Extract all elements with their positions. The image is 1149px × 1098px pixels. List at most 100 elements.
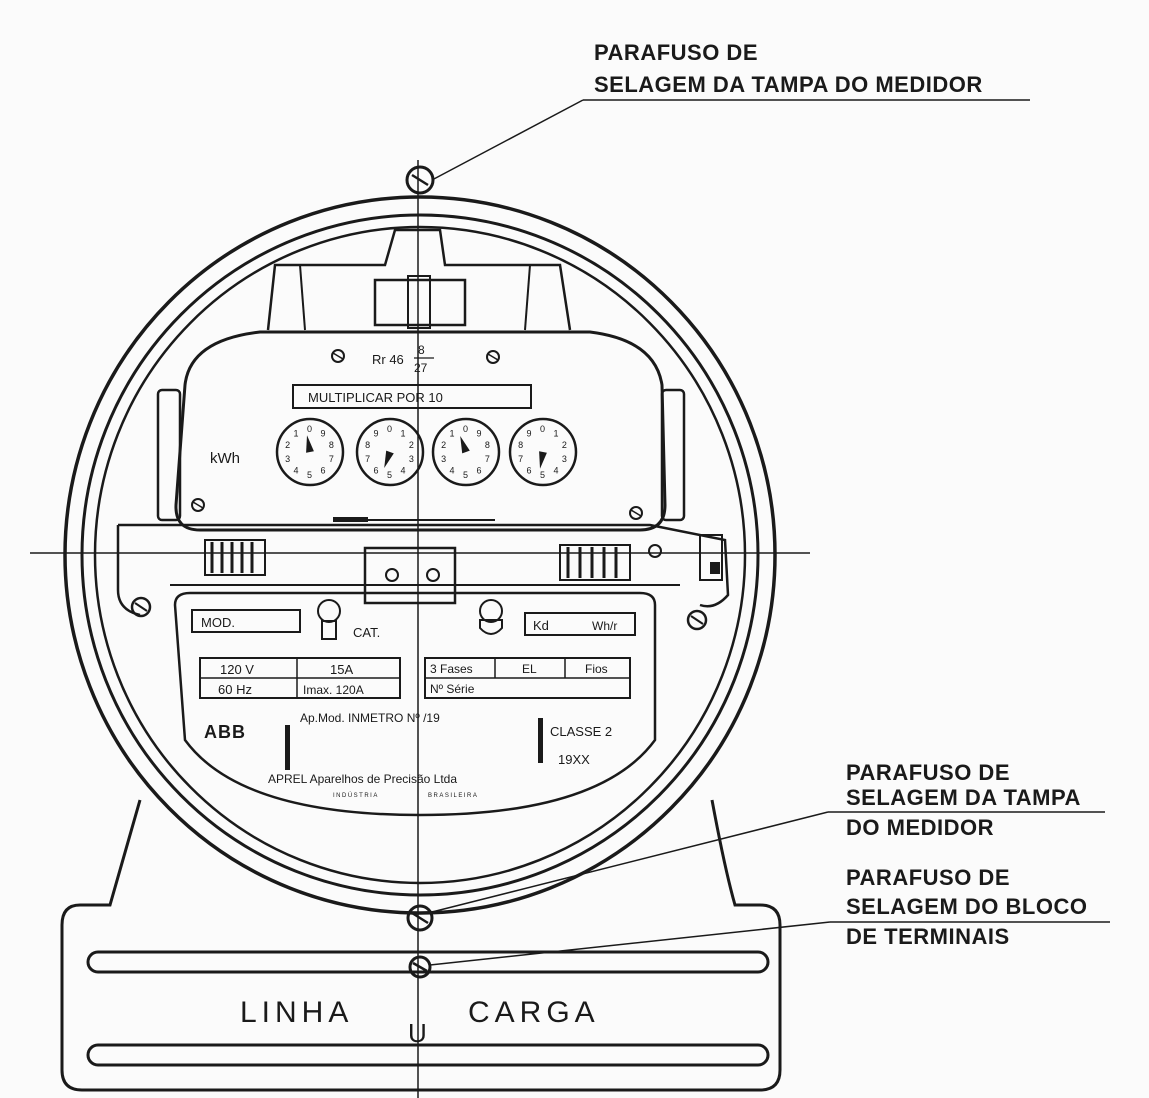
dial-numeral: 5 — [387, 470, 392, 480]
meter-cover-rings — [63, 195, 777, 915]
callout-top-line-2: SELAGEM DA TAMPA DO MEDIDOR — [594, 72, 983, 97]
coil-left — [204, 539, 266, 576]
dial-numeral: 2 — [562, 440, 567, 450]
callout-cover-seal: PARAFUSO DE SELAGEM DA TAMPA DO MEDIDOR — [846, 760, 1081, 840]
manufacturer-sub-left: INDÚSTRIA — [333, 792, 379, 799]
dial-numeral: 1 — [450, 428, 455, 438]
register-screw-left — [331, 349, 345, 363]
dial-numeral: 3 — [409, 454, 414, 464]
nameplate — [173, 591, 657, 817]
dial-numeral: 4 — [554, 466, 559, 476]
wires-label: Fios — [585, 662, 608, 676]
meter-body — [116, 523, 730, 617]
imax-value: Imax. 120A — [303, 683, 364, 697]
dial-numeral: 7 — [365, 454, 370, 464]
category-label: CAT. — [353, 625, 380, 640]
register-frame — [266, 228, 572, 331]
disc-indicator — [333, 517, 495, 522]
dial-numeral: 0 — [307, 424, 312, 434]
multiplier-box — [292, 384, 532, 409]
register-ratio-denominator: 27 — [414, 361, 428, 375]
kd-label: Kd — [533, 618, 549, 633]
left-mark — [285, 725, 290, 770]
register-screw-lower-right — [629, 506, 643, 520]
year-label: 19XX — [558, 752, 590, 767]
manufacturer-sub-right: BRASILEIRA — [428, 793, 478, 799]
callout-cover-line-2: SELAGEM DA TAMPA — [846, 785, 1081, 810]
dial-numeral: 9 — [374, 428, 379, 438]
dial-numeral: 8 — [365, 440, 370, 450]
dial-numeral: 0 — [540, 424, 545, 434]
model-label: MOD. — [201, 615, 235, 630]
dial-numeral: 6 — [477, 466, 482, 476]
dial-numeral: 3 — [285, 454, 290, 464]
multiplier-label: MULTIPLICAR POR 10 — [308, 390, 443, 405]
kd-unit: Wh/r — [592, 619, 617, 633]
serial-label: Nº Série — [430, 682, 475, 696]
dial-numeral: 8 — [329, 440, 334, 450]
unit-label: kWh — [210, 450, 240, 467]
callout-leaders — [429, 99, 1110, 966]
kd-box — [524, 612, 636, 636]
center-mark: U — [408, 1018, 427, 1048]
right-mark — [538, 718, 543, 763]
dial-numeral: 6 — [321, 466, 326, 476]
callout-terminal-line-1: PARAFUSO DE — [846, 865, 1010, 890]
callout-top: PARAFUSO DE SELAGEM DA TAMPA DO MEDIDOR — [594, 40, 983, 97]
dial-numeral: 7 — [518, 454, 523, 464]
voltage-value: 120 V — [220, 662, 254, 677]
dial-numeral: 5 — [463, 470, 468, 480]
register-ratio-numerator: 8 — [418, 343, 425, 357]
frequency-value: 60 Hz — [218, 682, 252, 697]
dial-numeral: 3 — [562, 454, 567, 464]
dial-numeral: 1 — [401, 428, 406, 438]
callout-terminal-line-2: SELAGEM DO BLOCO — [846, 894, 1087, 919]
dial-pointer — [539, 451, 547, 469]
dial-numeral: 6 — [374, 466, 379, 476]
el-label: EL — [522, 662, 537, 676]
dial-numeral: 4 — [450, 466, 455, 476]
dial-numeral: 2 — [441, 440, 446, 450]
dial-numeral: 5 — [307, 470, 312, 480]
callout-top-line-1: PARAFUSO DE — [594, 40, 758, 65]
dial-numeral: 1 — [294, 428, 299, 438]
dial-numeral: 8 — [485, 440, 490, 450]
dial-pointer — [384, 450, 394, 468]
callout-terminal-seal: PARAFUSO DE SELAGEM DO BLOCO DE TERMINAI… — [846, 865, 1087, 949]
dial-numeral: 0 — [387, 424, 392, 434]
terminal-block-seal-screw — [408, 955, 432, 979]
plate-screw-right — [686, 609, 708, 631]
dial-pointer — [460, 436, 470, 454]
approval-label: Ap.Mod. INMETRO Nº /19 — [300, 711, 440, 725]
current-value: 15A — [330, 662, 353, 677]
dial-numeral: 3 — [441, 454, 446, 464]
dial-numeral: 4 — [294, 466, 299, 476]
dial-numeral: 6 — [527, 466, 532, 476]
dial-numeral: 0 — [463, 424, 468, 434]
dial-pointer — [306, 435, 314, 453]
bulb-icon-left — [317, 599, 341, 640]
load-label: CARGA — [468, 996, 600, 1029]
register-housing — [156, 330, 686, 532]
coil-right — [559, 544, 631, 581]
adjustment-hardware — [648, 534, 723, 581]
callout-terminal-line-3: DE TERMINAIS — [846, 924, 1010, 949]
accuracy-class: CLASSE 2 — [550, 724, 612, 739]
dial-numeral: 4 — [401, 466, 406, 476]
dial-numeral: 9 — [477, 428, 482, 438]
ratings-table — [199, 657, 401, 699]
dial-numeral: 5 — [540, 470, 545, 480]
dial-numeral: 9 — [321, 428, 326, 438]
dial-numeral: 7 — [485, 454, 490, 464]
dial-numeral: 2 — [409, 440, 414, 450]
model-box — [191, 609, 301, 633]
center-bracket — [363, 546, 457, 605]
callout-cover-line-3: DO MEDIDOR — [846, 815, 994, 840]
phases-label: 3 Fases — [430, 662, 473, 676]
base-bottom-slot — [86, 1043, 770, 1067]
